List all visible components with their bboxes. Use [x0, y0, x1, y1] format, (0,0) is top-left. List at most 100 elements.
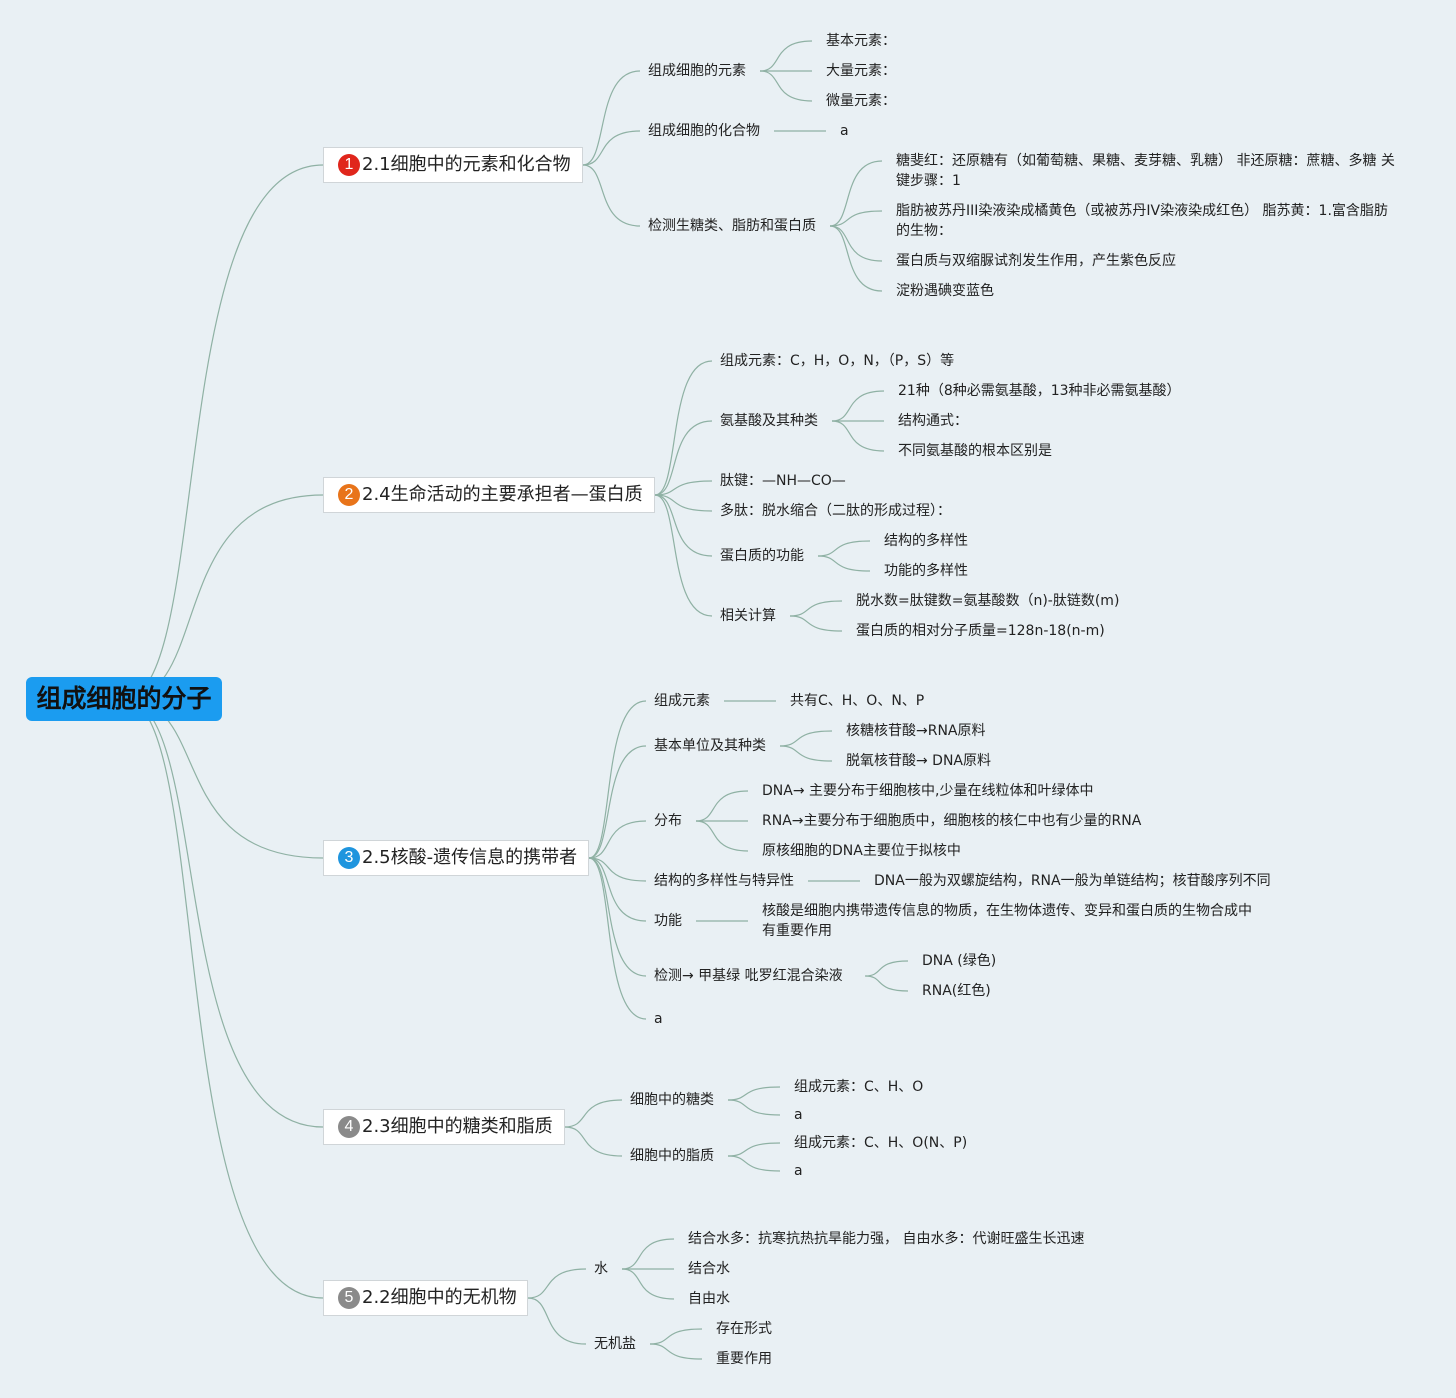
leaf-item[interactable]: RNA→主要分布于细胞质中，细胞核的核仁中也有少量的RNA [762, 813, 1142, 829]
subtopic[interactable]: 水 [594, 1261, 608, 1277]
topic-to-child-line [588, 745, 647, 859]
leaf-item[interactable]: 自由水 [688, 1291, 730, 1307]
number-badge-icon: 4 [338, 1116, 360, 1138]
leaf-item[interactable]: 组成元素：C、H、O [794, 1079, 924, 1095]
child-to-leaf-line [789, 615, 843, 632]
topic-to-child-line [654, 360, 713, 496]
topic-to-child-line [527, 1297, 587, 1345]
topic-to-child-line [654, 420, 713, 496]
child-to-leaf-line [695, 790, 749, 822]
leaf-item[interactable]: 蛋白质与双缩脲试剂发生作用，产生紫色反应 [896, 253, 1176, 269]
leaf-item[interactable]: 核糖核苷酸→RNA原料 [846, 723, 986, 739]
leaf-item[interactable]: 核酸是细胞内携带遗传信息的物质，在生物体遗传、变异和蛋白质的生物合成中有重要作用 [762, 903, 1252, 939]
number-badge-icon: 1 [338, 154, 360, 176]
child-to-leaf-line [817, 555, 871, 572]
leaf-item[interactable]: 功能的多样性 [884, 563, 968, 579]
subtopic[interactable]: 相关计算 [720, 608, 776, 624]
child-to-leaf-line [779, 745, 833, 762]
subtopic[interactable]: 分布 [654, 813, 682, 829]
subtopic[interactable]: 检测→ 甲基绿 吡罗红混合染液 [654, 968, 843, 984]
subtopic[interactable]: 蛋白质的功能 [720, 548, 804, 564]
topic-to-child-line [588, 820, 647, 859]
subtopic[interactable]: 细胞中的糖类 [630, 1092, 714, 1108]
child-to-leaf-line [829, 225, 883, 292]
topic-to-child-line [654, 494, 713, 557]
child-to-leaf-line [695, 820, 749, 852]
topic-to-child-line [588, 857, 647, 922]
topic-label: 2.5核酸-遗传信息的携带者 [362, 847, 578, 868]
topic-to-child-line [654, 494, 713, 512]
subtopic[interactable]: 多肽：脱水缩合（二肽的形成过程）： [720, 503, 951, 519]
leaf-item[interactable]: 大量元素： [826, 63, 896, 79]
leaf-item[interactable]: 结合水 [688, 1261, 730, 1277]
subtopic[interactable]: 肽键：—NH—CO— [720, 473, 846, 489]
leaf-item[interactable]: 结合水多：抗寒抗热抗旱能力强， 自由水多：代谢旺盛生长迅速 [688, 1231, 1085, 1247]
leaf-item[interactable]: 结构通式： [898, 413, 968, 429]
topic-label: 2.3细胞中的糖类和脂质 [362, 1116, 553, 1137]
child-to-leaf-line [817, 540, 871, 557]
topic-to-child-line [588, 857, 647, 977]
leaf-item[interactable]: 21种（8种必需氨基酸，13种非必需氨基酸） [898, 383, 1181, 399]
leaf-item[interactable]: 结构的多样性 [884, 533, 968, 549]
topic-to-child-line [654, 494, 713, 617]
child-to-leaf-line [649, 1328, 703, 1345]
subtopic[interactable]: 组成细胞的元素 [648, 63, 746, 79]
subtopic[interactable]: 氨基酸及其种类 [720, 413, 818, 429]
leaf-item[interactable]: 微量元素： [826, 93, 896, 109]
leaf-item[interactable]: 不同氨基酸的根本区别是 [898, 443, 1052, 459]
leaf-item[interactable]: 蛋白质的相对分子质量=128n-18(n-m) [856, 623, 1105, 639]
subtopic[interactable]: 结构的多样性与特异性 [654, 873, 794, 889]
leaf-item[interactable]: a [794, 1107, 803, 1123]
subtopic[interactable]: 细胞中的脂质 [630, 1148, 714, 1164]
subtopic[interactable]: 检测生糖类、脂肪和蛋白质 [648, 218, 816, 234]
child-to-leaf-line [649, 1343, 703, 1360]
leaf-item[interactable]: 组成元素：C、H、O(N、P) [794, 1135, 968, 1151]
subtopic[interactable]: 组成细胞的化合物 [648, 123, 760, 139]
child-to-leaf-line [831, 390, 885, 422]
child-to-leaf-line [779, 730, 833, 747]
child-to-leaf-line [865, 960, 909, 977]
leaf-item[interactable]: 脱氧核苷酸→ DNA原料 [846, 753, 992, 769]
child-to-leaf-line [829, 210, 883, 227]
topic-to-child-line [564, 1099, 623, 1128]
root-to-topic-line [123, 698, 324, 1299]
leaf-item[interactable]: 淀粉遇碘变蓝色 [896, 283, 994, 299]
leaf-item[interactable]: 脱水数=肽键数=氨基酸数（n)-肽链数(m) [856, 593, 1120, 609]
leaf-item[interactable]: 重要作用 [716, 1351, 772, 1367]
root-topic[interactable]: 组成细胞的分子 [26, 677, 222, 721]
subtopic[interactable]: 功能 [654, 913, 682, 929]
topic-label: 2.2细胞中的无机物 [362, 1287, 517, 1308]
leaf-item[interactable]: 存在形式 [716, 1321, 772, 1337]
leaf-item[interactable]: 原核细胞的DNA主要位于拟核中 [762, 843, 961, 859]
subtopic[interactable]: 无机盐 [594, 1336, 636, 1352]
subtopic[interactable]: 组成元素：C，H，O，N，（P，S）等 [720, 353, 955, 369]
root-to-topic-line [123, 494, 324, 700]
leaf-item[interactable]: DNA一般为双螺旋结构，RNA一般为单链结构；核苷酸序列不同 [874, 873, 1271, 889]
subtopic[interactable]: a [654, 1011, 663, 1027]
leaf-item[interactable]: 糖斐红：还原糖有（如葡萄糖、果糖、麦芽糖、乳糖） 非还原糖：蔗糖、多糖 关键步骤… [896, 153, 1395, 189]
leaf-item[interactable]: a [794, 1163, 803, 1179]
topic-label: 2.4生命活动的主要承担者—蛋白质 [362, 484, 643, 505]
child-to-leaf-line [789, 600, 843, 617]
child-to-leaf-line [759, 40, 813, 72]
number-badge-icon: 5 [338, 1287, 360, 1309]
leaf-item[interactable]: 脂肪被苏丹III染液染成橘黄色（或被苏丹IV染液染成红色） 脂苏黄：1.富含脂肪… [896, 203, 1388, 239]
leaf-item[interactable]: 共有C、H、O、N、P [790, 693, 925, 709]
leaf-item[interactable]: DNA (绿色) [922, 953, 997, 969]
topic-to-child-line [582, 164, 641, 227]
leaf-item[interactable]: DNA→ 主要分布于细胞核中,少量在线粒体和叶绿体中 [762, 783, 1094, 799]
subtopic[interactable]: 基本单位及其种类 [654, 738, 766, 754]
topic-to-child-line [654, 480, 713, 496]
leaf-item[interactable]: RNA(红色) [922, 983, 991, 999]
child-to-leaf-line [727, 1099, 781, 1116]
root-to-topic-line [123, 698, 324, 1128]
child-to-leaf-line [831, 420, 885, 452]
leaf-item[interactable]: 基本元素： [826, 33, 896, 49]
leaf-item[interactable]: a [840, 123, 849, 139]
subtopic[interactable]: 组成元素 [654, 693, 710, 709]
